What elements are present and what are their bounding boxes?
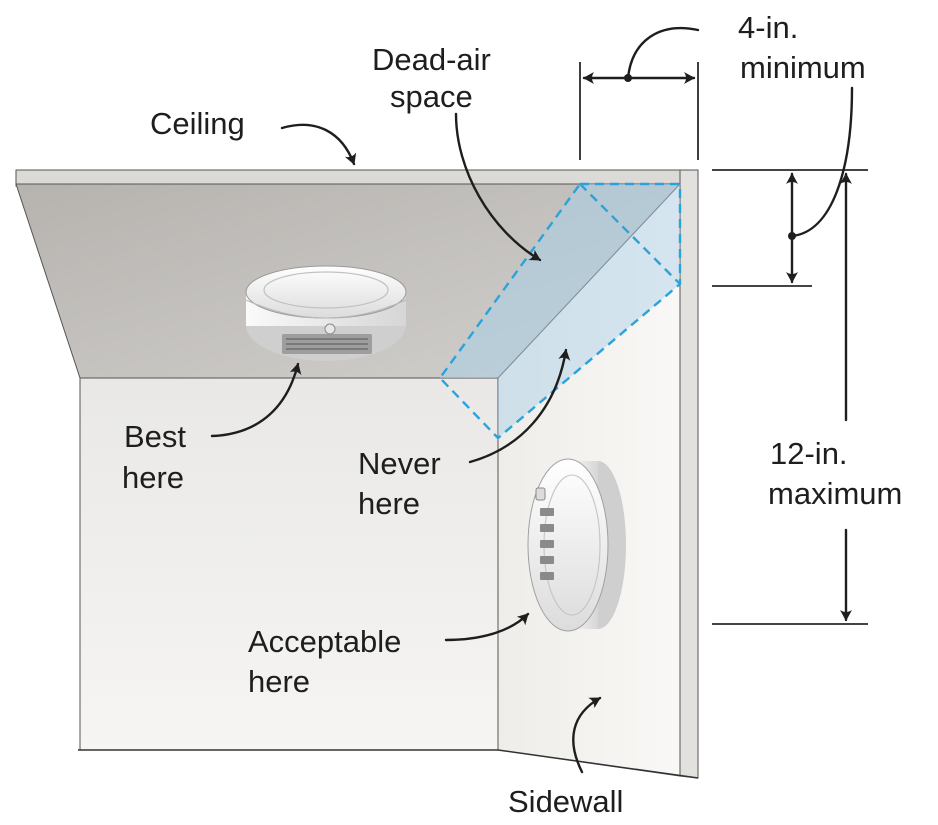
floor-line-side xyxy=(497,749,699,779)
dead-air-outline-top xyxy=(438,182,682,440)
label-dead-air-line1: Dead-air xyxy=(372,42,491,77)
label-sidewall: Sidewall xyxy=(508,784,623,819)
label-acceptable-line1: Acceptable xyxy=(248,624,401,659)
label-4in-line2: minimum xyxy=(740,50,866,85)
ceiling-smoke-detector xyxy=(245,265,407,361)
label-never-line2: here xyxy=(358,486,420,521)
leader-arrows xyxy=(210,112,602,774)
dead-air-wall-band xyxy=(498,184,680,438)
dead-air-leader xyxy=(454,112,542,262)
label-never-line1: Never xyxy=(358,446,441,481)
wall-smoke-detector xyxy=(527,458,626,632)
best-here-leader xyxy=(210,362,302,438)
label-best-line1: Best xyxy=(124,419,186,454)
dead-air-outline-corner xyxy=(579,183,681,285)
dead-air-zone xyxy=(438,182,682,440)
label-12in-line1: 12-in. xyxy=(770,436,848,471)
label-best-line2: here xyxy=(122,460,184,495)
dimension-4in xyxy=(579,26,868,287)
dead-air-ceiling-band xyxy=(440,184,680,378)
ceiling-leader xyxy=(280,123,357,166)
label-12in-line2: maximum xyxy=(768,476,902,511)
sidewall-edge xyxy=(679,169,699,779)
label-4in-line1: 4-in. xyxy=(738,10,798,45)
acceptable-here-leader xyxy=(444,612,530,642)
label-ceiling: Ceiling xyxy=(150,106,245,141)
sidewall-leader xyxy=(572,696,602,774)
labels: Ceiling Dead-air space 4-in. minimum Bes… xyxy=(122,10,902,819)
label-acceptable-line2: here xyxy=(248,664,310,699)
dimension-12in xyxy=(712,172,868,625)
never-here-leader xyxy=(468,348,571,464)
label-dead-air-line2: space xyxy=(390,79,473,114)
